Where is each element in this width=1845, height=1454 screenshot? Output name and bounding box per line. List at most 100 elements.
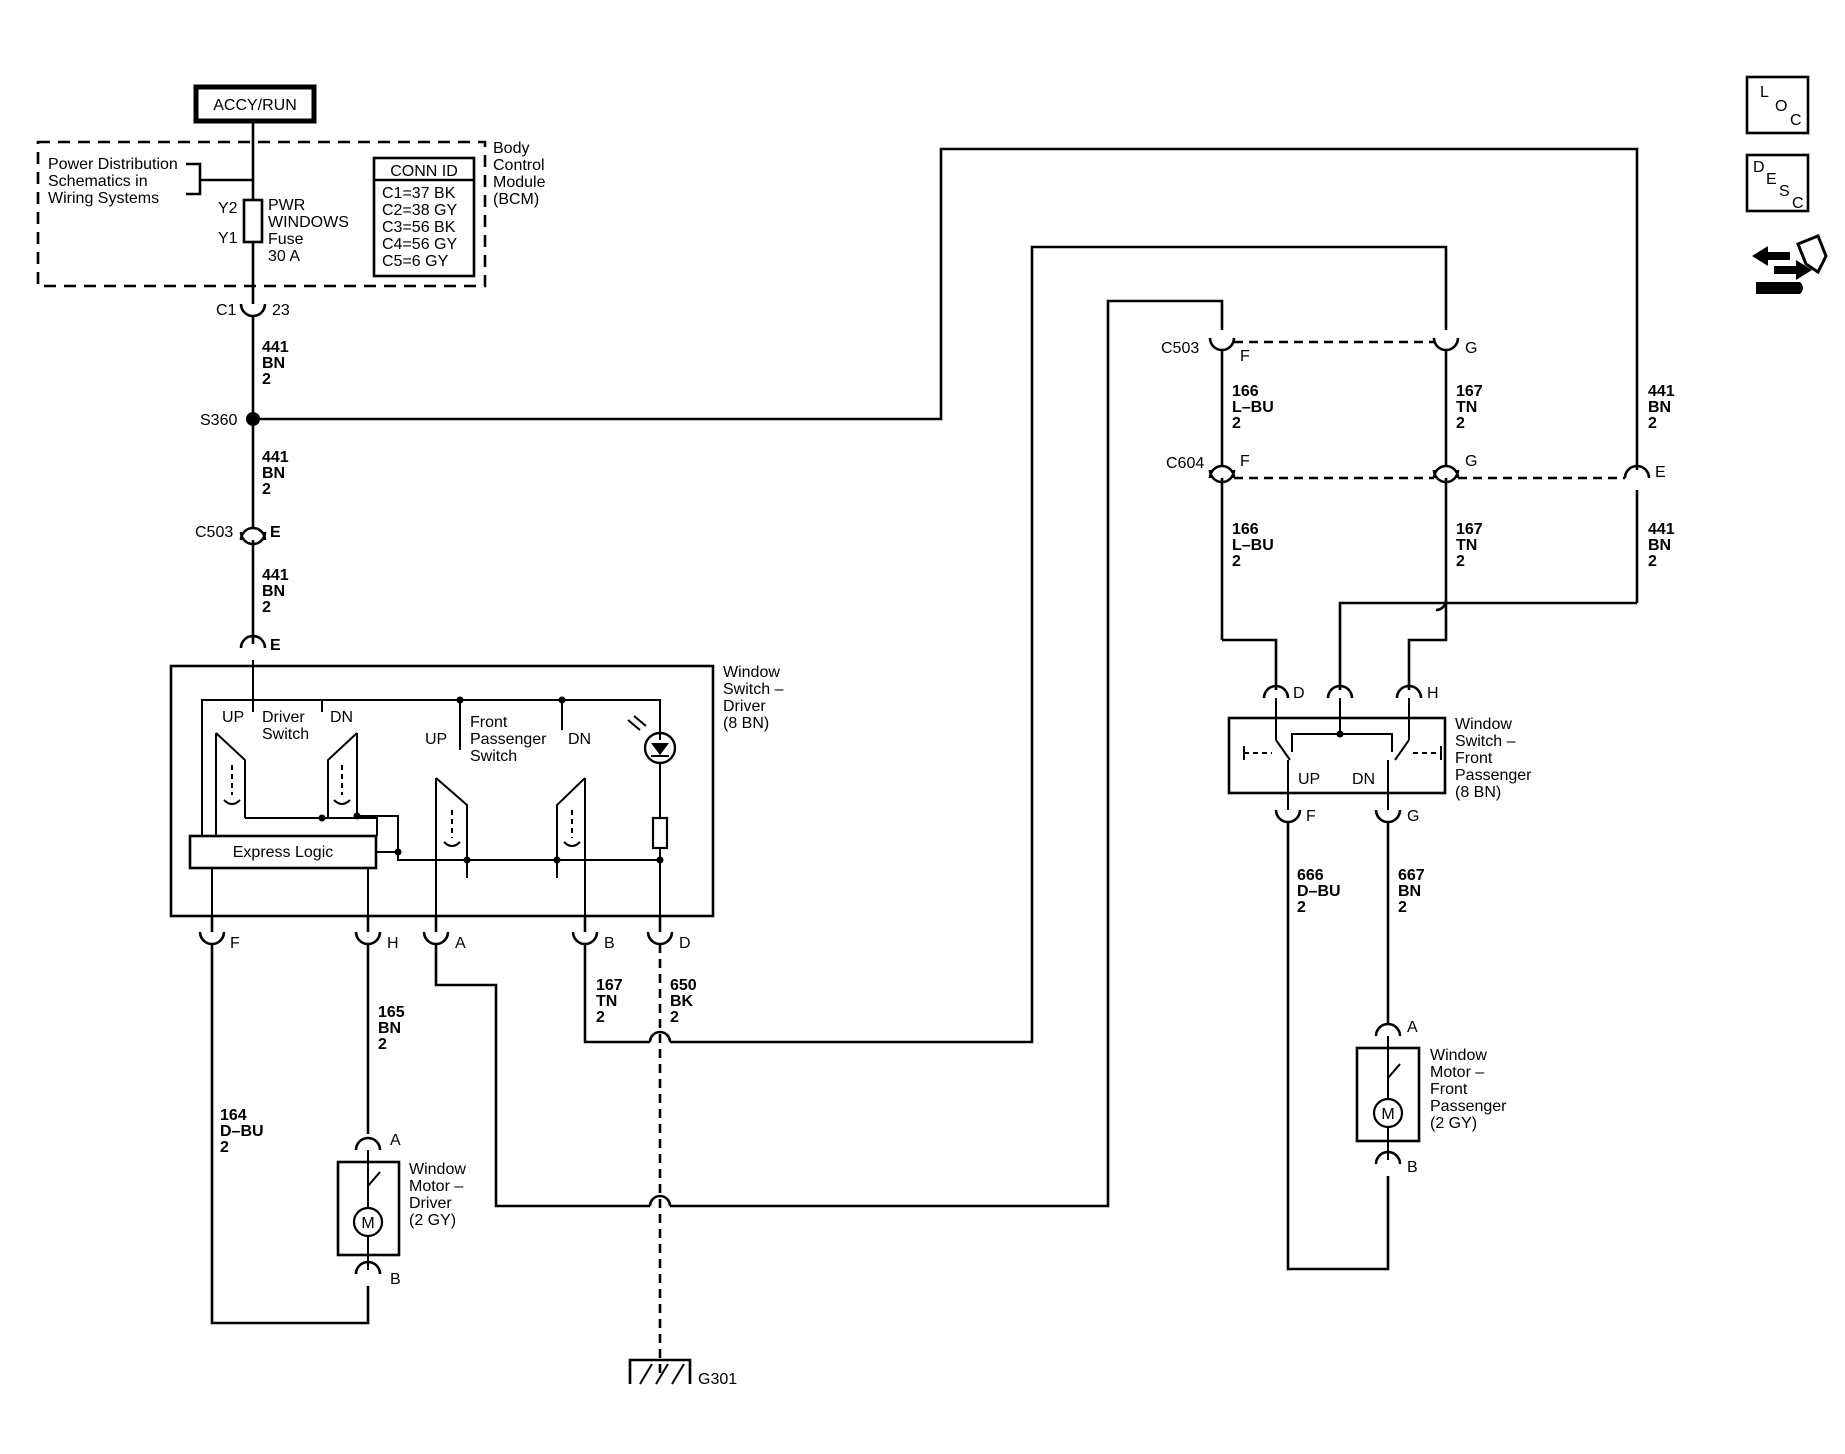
desc-letter-e: E [1766, 171, 1777, 188]
pin-f-symbol [198, 931, 226, 946]
pin-d-label: D [679, 935, 691, 952]
pin-d-symbol [646, 931, 674, 946]
c503-right-label: C503 [1161, 340, 1199, 357]
driver-motor-pin-a: A [390, 1132, 401, 1149]
fp-up-label: UP [1298, 771, 1320, 788]
wire-441-c-label: 441 BN 2 [262, 567, 293, 616]
driver-up-contact [215, 732, 246, 818]
arrow-right-icon [1774, 260, 1812, 280]
fp-feed-bus [1291, 733, 1393, 752]
driver-switch-title: Window Switch – Driver (8 BN) [723, 664, 788, 732]
desc-letter-d: D [1753, 159, 1765, 176]
driver-dn-spring [333, 799, 351, 805]
c503-f-symbol [1208, 337, 1236, 352]
fp-motor-pin-b: B [1407, 1159, 1418, 1176]
loc-button[interactable]: L O C [1745, 75, 1810, 135]
driver-switch-pins: F H A B D [198, 916, 691, 952]
wire-167-to-h [1407, 600, 1448, 690]
desc-button[interactable]: D E S C [1745, 153, 1810, 213]
driver-dn-contact [327, 732, 358, 818]
wire-167-a-label: 167 TN 2 [596, 977, 627, 1026]
loc-letter-o: O [1775, 98, 1787, 115]
fp-dn-label: DN [568, 731, 591, 748]
c604-e-symbol [1623, 464, 1651, 479]
fp-dn-spring [563, 841, 581, 847]
wire-441-b-label: 441 BN 2 [262, 449, 293, 498]
arrow-left-icon [1752, 246, 1790, 266]
front-passenger-switch-label: Front Passenger Switch [470, 714, 551, 765]
left-trunk: C1 23 441 BN 2 S360 441 BN 2 C503 E 441 … [195, 147, 1639, 654]
driver-common-leg [245, 817, 378, 836]
wire-441-e-label: 441 BN 2 [1648, 521, 1679, 570]
c503-left-female [239, 526, 267, 541]
fp-pin-feed-symbol [1326, 684, 1354, 699]
led-resistor [651, 816, 669, 850]
wire-164-label: 164 D–BU 2 [220, 1107, 268, 1156]
fp-pin-d-symbol [1262, 684, 1290, 699]
loc-letter-l: L [1760, 84, 1769, 101]
fp-dn-label: DN [1352, 771, 1375, 788]
fuse-y1: Y1 [218, 230, 238, 247]
wire-667-label: 667 BN 2 [1398, 867, 1429, 916]
wire-a-crossover [648, 1194, 672, 1207]
pin-a-symbol [422, 931, 450, 946]
fp-up-label: UP [425, 731, 447, 748]
driver-dn-junction [353, 812, 361, 820]
accy-run-label: ACCY/RUN [213, 97, 297, 114]
fp-pin-h-symbol [1395, 684, 1423, 699]
desc-button-frame[interactable] [1745, 153, 1810, 213]
fp-pin-g-symbol [1374, 809, 1402, 824]
c1-pin: 23 [272, 302, 290, 319]
driver-switch-pin-e: E [270, 637, 281, 654]
led-diode-glyph [651, 743, 669, 755]
fp-pin-g: G [1407, 808, 1419, 825]
wire-167-to-c503-g [670, 245, 1448, 1044]
pin-a-label: A [455, 935, 466, 952]
fp-up-spring [443, 841, 461, 847]
connector-nav-icon[interactable] [1752, 234, 1828, 294]
power-dist-bracket [186, 162, 253, 196]
fp-motor-m: M [1381, 1106, 1394, 1123]
c604-f-pin: F [1240, 453, 1250, 470]
pin-b-label: B [604, 935, 615, 952]
c604-g-pin: G [1465, 453, 1477, 470]
ground-hatch [639, 1363, 685, 1385]
wire-167-crossover [648, 1030, 672, 1043]
wire-650-label: 650 BK 2 [670, 977, 701, 1026]
led-light-rays [627, 715, 647, 731]
driver-dn-label: DN [330, 709, 353, 726]
driver-window-motor: A M B Window Motor – Driver (2 GY) [336, 1132, 470, 1288]
driver-up-label: UP [222, 709, 244, 726]
c604-g-female [1432, 464, 1460, 479]
wire-165-label: 165 BN 2 [378, 1004, 409, 1053]
fp-switch-title: Window Switch – Front Passenger (8 BN) [1455, 716, 1536, 801]
c1-label: C1 [216, 302, 237, 319]
connector-plug-icon [1796, 234, 1828, 275]
ground-symbol [628, 1358, 692, 1384]
wire-a-route-1 [434, 944, 650, 1208]
fp-motor-breaker [1387, 1063, 1401, 1098]
c604-e-pin: E [1655, 464, 1666, 481]
loc-button-frame[interactable] [1745, 75, 1810, 135]
driver-window-switch: Window Switch – Driver (8 BN) UP Driver … [169, 660, 788, 952]
driver-switch-label: Driver Switch [262, 709, 309, 743]
wire-441-to-c604-e [253, 147, 1639, 470]
conn-id-box [372, 156, 476, 278]
pin-h-symbol [354, 931, 382, 946]
fuse-y2: Y2 [218, 200, 238, 217]
wire-666 [1286, 822, 1390, 1271]
led-junction [656, 856, 664, 864]
c503-g-symbol [1432, 337, 1460, 352]
fp-up-junction [463, 856, 471, 864]
wire-167-jump [1435, 599, 1448, 612]
c1-connector-symbol [239, 303, 267, 318]
fp-motor-title: Window Motor – Front Passenger (2 GY) [1430, 1047, 1511, 1132]
desc-letter-c: C [1792, 195, 1804, 212]
wire-441-to-feed [1338, 601, 1637, 690]
wire-167-c-label: 167 TN 2 [1456, 521, 1487, 570]
driver-motor-title: Window Motor – Driver (2 GY) [409, 1161, 470, 1229]
ground-g301: G301 [628, 1358, 737, 1388]
driver-common-junction [318, 814, 326, 822]
conn-id-list: C1=37 BK C2=38 GY C3=56 BK C4=56 GY C5=6… [382, 185, 461, 270]
